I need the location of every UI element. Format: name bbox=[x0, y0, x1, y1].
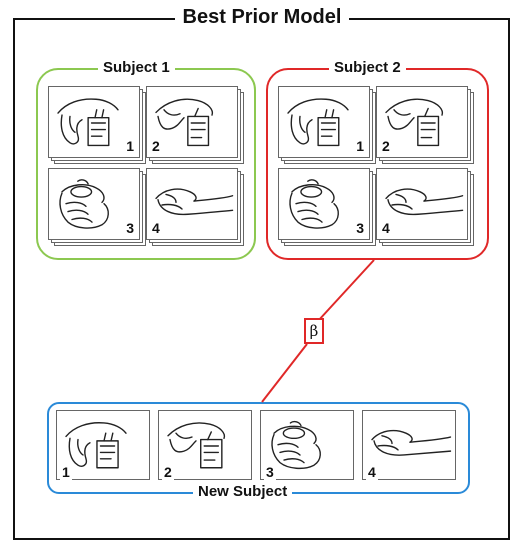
gesture-number: 3 bbox=[264, 464, 276, 480]
s2-gesture-card: 1 bbox=[278, 86, 376, 164]
diagram-title: Best Prior Model bbox=[0, 4, 524, 30]
beta-symbol: β bbox=[304, 318, 324, 344]
ns-gesture-card: 1 bbox=[56, 410, 156, 486]
gesture-number: 1 bbox=[60, 464, 72, 480]
s2-gesture-card: 3 bbox=[278, 168, 376, 246]
gesture-number: 4 bbox=[150, 220, 162, 236]
subject-1-label: Subject 1 bbox=[98, 59, 175, 76]
gesture-number: 2 bbox=[150, 138, 162, 154]
s2-gesture-card: 4 bbox=[376, 168, 474, 246]
ns-gesture-card: 3 bbox=[260, 410, 360, 486]
s2-gesture-card: 2 bbox=[376, 86, 474, 164]
gesture-number: 1 bbox=[354, 138, 366, 154]
gesture-number: 1 bbox=[124, 138, 136, 154]
ns-gesture-card: 2 bbox=[158, 410, 258, 486]
gesture-number: 3 bbox=[124, 220, 136, 236]
gesture-number: 2 bbox=[162, 464, 174, 480]
new-subject-label: New Subject bbox=[193, 483, 293, 500]
s1-gesture-card: 1 bbox=[48, 86, 146, 164]
gesture-number: 4 bbox=[366, 464, 378, 480]
subject-2-label: Subject 2 bbox=[329, 59, 406, 76]
card-front bbox=[260, 410, 354, 480]
ns-gesture-card: 4 bbox=[362, 410, 462, 486]
s1-gesture-card: 2 bbox=[146, 86, 244, 164]
s1-gesture-card: 4 bbox=[146, 168, 244, 246]
gesture-number: 4 bbox=[380, 220, 392, 236]
gesture-number: 2 bbox=[380, 138, 392, 154]
s1-gesture-card: 3 bbox=[48, 168, 146, 246]
gesture-number: 3 bbox=[354, 220, 366, 236]
